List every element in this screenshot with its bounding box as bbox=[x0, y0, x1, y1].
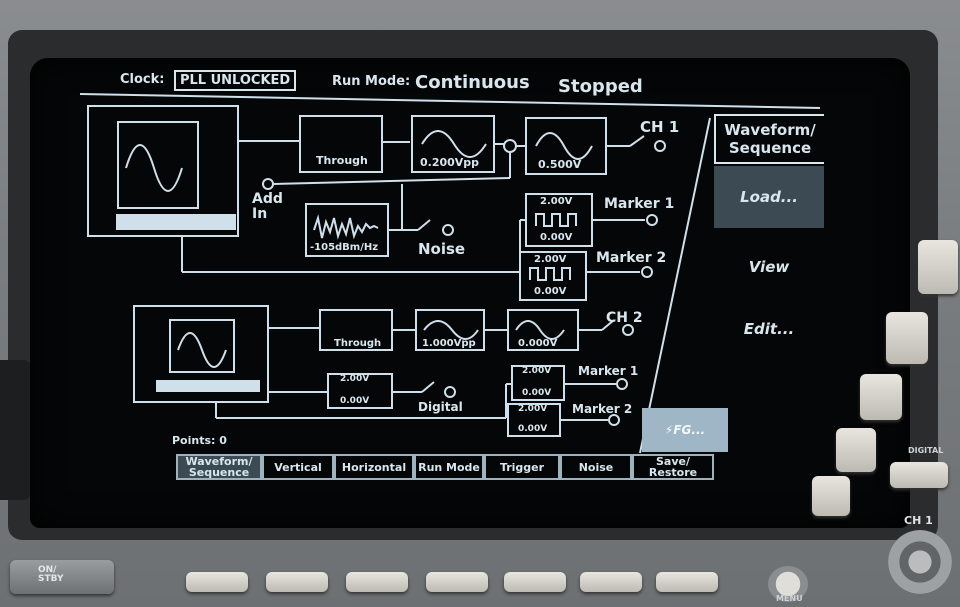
ch1-offset: 0.500V bbox=[538, 158, 582, 171]
ch1-marker2-low: 0.00V bbox=[534, 286, 567, 297]
ch2-digital-high: 2.00V bbox=[340, 374, 370, 384]
run-mode-value: Continuous bbox=[415, 72, 530, 93]
side-bezel-button-2[interactable] bbox=[886, 312, 928, 364]
ch1-filter-label: Through bbox=[316, 154, 368, 167]
bottom-bezel-button-7[interactable] bbox=[656, 572, 718, 592]
run-mode-label: Run Mode: bbox=[332, 74, 411, 89]
ch1-connector-label: CH 1 bbox=[904, 514, 933, 527]
clock-value: PLL UNLOCKED bbox=[174, 70, 297, 91]
ch1-marker1-high: 2.00V bbox=[540, 196, 573, 207]
side-bezel-button-4[interactable] bbox=[836, 428, 876, 472]
ch2-output-label: CH 2 bbox=[606, 310, 643, 326]
ch1-output-node bbox=[654, 140, 666, 152]
side-key-view[interactable]: View bbox=[748, 258, 790, 276]
ch1-bnc-connector bbox=[888, 530, 952, 594]
ch2-marker2-label: Marker 2 bbox=[572, 402, 633, 416]
ch1-marker1-label: Marker 1 bbox=[604, 196, 675, 212]
side-key-load[interactable]: Load... bbox=[714, 166, 824, 228]
ch2-marker2-high: 2.00V bbox=[518, 404, 548, 414]
bottom-bezel-button-3[interactable] bbox=[346, 572, 408, 592]
clock-label: Clock: bbox=[120, 72, 165, 87]
frame-top-line bbox=[79, 93, 821, 109]
ch1-waveform-icon-frame bbox=[117, 121, 199, 209]
digital-button[interactable] bbox=[890, 462, 948, 488]
ch2-digital-label: Digital bbox=[418, 400, 463, 414]
menu-knob[interactable] bbox=[768, 566, 808, 602]
ch2-amplitude: 1.000Vpp bbox=[422, 338, 476, 349]
floppy-slot bbox=[0, 360, 30, 500]
ch1-output-label: CH 1 bbox=[640, 118, 680, 136]
ch1-waveform-sine bbox=[125, 144, 183, 192]
add-in-label: Add In bbox=[252, 191, 283, 222]
menu-label: MENU bbox=[776, 594, 803, 603]
bottom-key-trigger[interactable]: Trigger bbox=[484, 454, 560, 480]
display-screen: Clock: PLL UNLOCKED Run Mode: Continuous… bbox=[30, 58, 910, 528]
lightning-icon: ⚡ bbox=[664, 423, 674, 437]
ch1-summing-node bbox=[503, 139, 517, 153]
bottom-bezel-button-5[interactable] bbox=[504, 572, 566, 592]
ch1-waveform-bar bbox=[116, 214, 236, 230]
ch2-digital-low: 0.00V bbox=[340, 396, 370, 406]
bottom-key-save-restore[interactable]: Save/ Restore bbox=[632, 454, 714, 480]
digital-panel-label: DIGITAL bbox=[908, 446, 944, 455]
bottom-bezel-button-6[interactable] bbox=[580, 572, 642, 592]
ch2-offset: 0.000V bbox=[518, 338, 558, 349]
run-state: Stopped bbox=[558, 76, 643, 97]
ch2-filter-label: Through bbox=[334, 338, 382, 349]
bottom-bezel-button-2[interactable] bbox=[266, 572, 328, 592]
bottom-key-run-mode[interactable]: Run Mode bbox=[414, 454, 484, 480]
ch1-marker1-low: 0.00V bbox=[540, 232, 573, 243]
side-bezel-button-1[interactable] bbox=[918, 240, 958, 294]
ch2-marker1-high: 2.00V bbox=[522, 366, 552, 376]
side-key-fg-label: FG... bbox=[673, 423, 706, 437]
ch2-marker1-low: 0.00V bbox=[522, 388, 552, 398]
side-key-blank[interactable] bbox=[714, 360, 824, 422]
bottom-key-noise[interactable]: Noise bbox=[560, 454, 632, 480]
ch2-marker2-low: 0.00V bbox=[518, 424, 548, 434]
ch2-waveform-box bbox=[133, 305, 269, 403]
ch1-marker2-box bbox=[519, 251, 587, 301]
ch1-filter-box bbox=[299, 115, 383, 173]
bottom-key-vertical[interactable]: Vertical bbox=[262, 454, 334, 480]
side-key-fg[interactable]: ⚡FG... bbox=[642, 408, 728, 452]
ch1-marker2-high: 2.00V bbox=[534, 254, 567, 265]
ch1-noise-label: Noise bbox=[418, 240, 466, 258]
side-bezel-button-5[interactable] bbox=[812, 476, 850, 516]
signal-diagram bbox=[79, 93, 821, 454]
side-key-edit[interactable]: Edit... bbox=[743, 320, 795, 338]
ch1-marker2-label: Marker 2 bbox=[596, 250, 667, 266]
bottom-key-waveform[interactable]: Waveform/ Sequence bbox=[176, 454, 262, 480]
ch2-waveform-bar bbox=[156, 380, 260, 392]
points-readout: Points: 0 bbox=[172, 434, 227, 447]
side-bezel-button-3[interactable] bbox=[860, 374, 902, 420]
side-menu-title: Waveform/ Sequence bbox=[714, 114, 824, 164]
ch1-noise-level: -105dBm/Hz bbox=[310, 242, 379, 253]
ch1-amplitude: 0.200Vpp bbox=[420, 156, 480, 169]
ch1-waveform-box bbox=[87, 105, 239, 237]
power-label: ON/ STBY bbox=[38, 565, 64, 584]
bottom-bezel-button-4[interactable] bbox=[426, 572, 488, 592]
bottom-key-horizontal[interactable]: Horizontal bbox=[334, 454, 414, 480]
ch2-waveform-icon-frame bbox=[169, 319, 235, 373]
power-button[interactable] bbox=[10, 560, 114, 594]
ch2-marker1-label: Marker 1 bbox=[578, 364, 639, 378]
bottom-bezel-button-1[interactable] bbox=[186, 572, 248, 592]
